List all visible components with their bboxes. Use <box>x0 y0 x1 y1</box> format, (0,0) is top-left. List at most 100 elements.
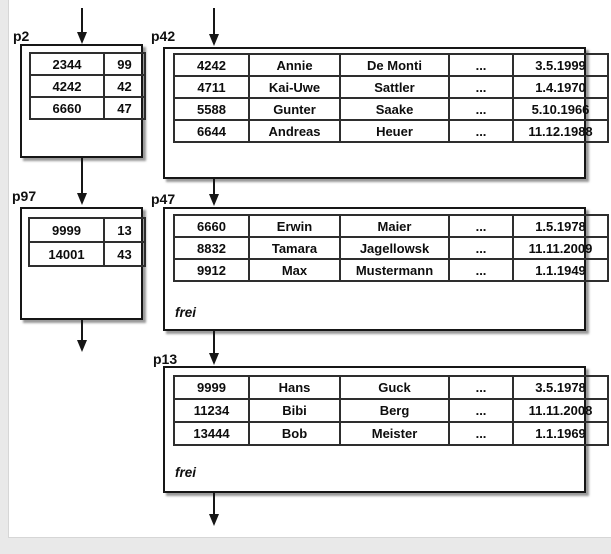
id-cell: 5588 <box>173 97 250 121</box>
record-row: 9912 Max Mustermann ... 1.1.1949 <box>173 258 609 282</box>
arrow-shaft <box>213 493 215 514</box>
index-row: 2344 99 <box>29 52 146 76</box>
index-row: 6660 47 <box>29 96 146 120</box>
free-space-label-p47: frei <box>175 305 197 320</box>
id-cell: 11234 <box>173 398 250 423</box>
ellipsis-cell: ... <box>448 398 514 423</box>
lastname-cell: Guck <box>339 375 450 400</box>
ellipsis-cell: ... <box>448 75 514 99</box>
index-table-p2: 2344 99 4242 42 6660 47 <box>29 52 146 120</box>
arrow-down-icon <box>77 340 87 352</box>
index-table-p97: 9999 13 14001 43 <box>28 217 146 267</box>
page-ref-cell: 47 <box>103 96 146 120</box>
lastname-cell: Maier <box>339 214 450 238</box>
arrow-down-icon <box>209 34 219 46</box>
page-label-p97: p97 <box>12 188 37 204</box>
arrow-down-icon <box>209 514 219 526</box>
arrow-shaft <box>213 331 215 353</box>
arrow-p2-to-p97 <box>77 158 87 205</box>
data-table-p42: 4242 Annie De Monti ... 3.5.1999 4711 Ka… <box>173 53 609 143</box>
record-row: 6660 Erwin Maier ... 1.5.1978 <box>173 214 609 238</box>
ellipsis-cell: ... <box>448 236 514 260</box>
ellipsis-cell: ... <box>448 214 514 238</box>
record-row: 5588 Gunter Saake ... 5.10.1966 <box>173 97 609 121</box>
lastname-cell: Saake <box>339 97 450 121</box>
date-cell: 1.1.1949 <box>512 258 609 282</box>
arrow-down-icon <box>209 194 219 206</box>
id-cell: 9999 <box>173 375 250 400</box>
key-cell: 9999 <box>28 217 105 243</box>
lastname-cell: Mustermann <box>339 258 450 282</box>
date-cell: 1.5.1978 <box>512 214 609 238</box>
ellipsis-cell: ... <box>448 97 514 121</box>
arrow-down-icon <box>77 193 87 205</box>
arrow-shaft <box>213 8 215 34</box>
key-cell: 4242 <box>29 74 105 98</box>
lastname-cell: Berg <box>339 398 450 423</box>
record-row: 13444 Bob Meister ... 1.1.1969 <box>173 421 609 446</box>
arrow-into-p2 <box>77 8 87 44</box>
page-ref-cell: 99 <box>103 52 146 76</box>
ellipsis-cell: ... <box>448 375 514 400</box>
firstname-cell: Erwin <box>248 214 341 238</box>
arrow-p97-out <box>77 320 87 352</box>
ellipsis-cell: ... <box>448 53 514 77</box>
data-page-p42: 4242 Annie De Monti ... 3.5.1999 4711 Ka… <box>163 47 609 179</box>
record-row: 8832 Tamara Jagellowsk ... 11.11.2009 <box>173 236 609 260</box>
key-cell: 14001 <box>28 241 105 267</box>
arrow-p42-to-p47 <box>209 179 219 206</box>
id-cell: 9912 <box>173 258 250 282</box>
ellipsis-cell: ... <box>448 421 514 446</box>
arrow-shaft <box>81 8 83 32</box>
index-row: 4242 42 <box>29 74 146 98</box>
data-table-p13: 9999 Hans Guck ... 3.5.1978 11234 Bibi B… <box>173 375 609 446</box>
page-ref-cell: 42 <box>103 74 146 98</box>
index-row: 14001 43 <box>28 241 146 267</box>
firstname-cell: Kai-Uwe <box>248 75 341 99</box>
page-label-p2: p2 <box>13 28 30 44</box>
arrow-into-p42 <box>209 8 219 46</box>
firstname-cell: Bob <box>248 421 341 446</box>
id-cell: 6644 <box>173 119 250 143</box>
page-label-p42: p42 <box>151 28 176 44</box>
id-cell: 6660 <box>173 214 250 238</box>
lastname-cell: Meister <box>339 421 450 446</box>
date-cell: 1.4.1970 <box>512 75 609 99</box>
data-table-p47: 6660 Erwin Maier ... 1.5.1978 8832 Tamar… <box>173 214 609 282</box>
arrow-p47-to-p13 <box>209 331 219 365</box>
record-row: 9999 Hans Guck ... 3.5.1978 <box>173 375 609 400</box>
key-cell: 2344 <box>29 52 105 76</box>
free-space-label-p13: frei <box>175 465 197 480</box>
data-page-p47: 6660 Erwin Maier ... 1.5.1978 8832 Tamar… <box>163 207 609 331</box>
date-cell: 5.10.1966 <box>512 97 609 121</box>
index-row: 9999 13 <box>28 217 146 243</box>
lastname-cell: Jagellowsk <box>339 236 450 260</box>
record-row: 4711 Kai-Uwe Sattler ... 1.4.1970 <box>173 75 609 99</box>
page-ref-cell: 43 <box>103 241 146 267</box>
lastname-cell: De Monti <box>339 53 450 77</box>
arrow-p13-out <box>209 493 219 526</box>
page-label-p13: p13 <box>153 351 178 367</box>
data-page-p13: 9999 Hans Guck ... 3.5.1978 11234 Bibi B… <box>163 366 609 493</box>
arrow-shaft <box>81 320 83 340</box>
index-page-p97: 9999 13 14001 43 <box>20 207 146 320</box>
firstname-cell: Bibi <box>248 398 341 423</box>
arrow-shaft <box>213 179 215 194</box>
date-cell: 1.1.1969 <box>512 421 609 446</box>
firstname-cell: Hans <box>248 375 341 400</box>
date-cell: 3.5.1999 <box>512 53 609 77</box>
lastname-cell: Heuer <box>339 119 450 143</box>
record-row: 4242 Annie De Monti ... 3.5.1999 <box>173 53 609 77</box>
lastname-cell: Sattler <box>339 75 450 99</box>
firstname-cell: Annie <box>248 53 341 77</box>
firstname-cell: Andreas <box>248 119 341 143</box>
arrow-down-icon <box>209 353 219 365</box>
id-cell: 8832 <box>173 236 250 260</box>
date-cell: 3.5.1978 <box>512 375 609 400</box>
index-page-p2: 2344 99 4242 42 6660 47 <box>20 44 146 158</box>
arrow-down-icon <box>77 32 87 44</box>
id-cell: 13444 <box>173 421 250 446</box>
id-cell: 4242 <box>173 53 250 77</box>
